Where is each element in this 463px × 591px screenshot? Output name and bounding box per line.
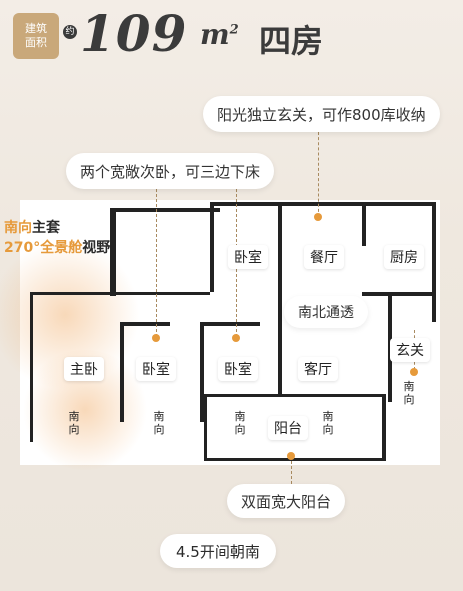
wall: [110, 208, 116, 296]
south-marker: 南向: [153, 410, 165, 436]
area-unit: m2: [200, 18, 239, 51]
wall: [278, 206, 282, 394]
leader-line: [291, 456, 292, 484]
frontage-callout: 4.5开间朝南: [160, 534, 276, 568]
marker-dot: [410, 368, 418, 376]
master-note-line1-orange: 南向: [4, 220, 32, 236]
wall: [382, 396, 386, 460]
room-master: 主卧: [64, 357, 104, 381]
marker-dot: [314, 213, 322, 221]
room-living: 客厅: [298, 357, 338, 381]
room-bedroom-3: 卧室: [218, 357, 258, 381]
master-note-line2-rest: 视野: [82, 240, 111, 256]
wall: [110, 208, 220, 212]
badge-suffix: 约: [63, 25, 77, 39]
ventilation-callout: 南北通透: [284, 296, 368, 328]
master-note-line1-rest: 主套: [32, 220, 60, 236]
wall: [362, 292, 436, 296]
wall: [200, 322, 260, 326]
south-marker: 南向: [234, 410, 246, 436]
wall: [432, 202, 436, 322]
wall: [204, 394, 207, 458]
wall: [30, 292, 210, 295]
leader-line: [318, 132, 319, 217]
room-bedroom-2: 卧室: [136, 357, 176, 381]
master-note-line1: 南向主套: [4, 218, 110, 238]
room-bedroom-top: 卧室: [228, 245, 268, 269]
entrance-callout: 阳光独立玄关，可作800库收纳: [203, 96, 440, 132]
south-marker: 南向: [322, 410, 334, 436]
room-foyer: 玄关: [390, 338, 430, 362]
area-unit-sup: 2: [229, 22, 239, 38]
wall: [362, 206, 366, 246]
south-marker: 南向: [68, 410, 80, 436]
master-note-line2-orange: 270°全景舱: [4, 240, 83, 256]
wall: [210, 202, 435, 206]
wall: [204, 458, 386, 461]
wall: [30, 292, 33, 442]
wall: [200, 322, 204, 422]
wall: [210, 202, 214, 292]
leader-line: [156, 189, 157, 337]
badge-line2: 面积: [25, 36, 47, 49]
area-unit-text: m: [200, 18, 230, 51]
balcony-callout: 双面宽大阳台: [227, 484, 346, 518]
master-suite-note: 南向主套 270°全景舱视野: [4, 218, 110, 258]
room-balcony: 阳台: [268, 416, 308, 440]
wall: [204, 394, 386, 397]
badge-line1: 建筑: [25, 22, 47, 35]
layout-type: 四房: [259, 22, 324, 60]
marker-dot: [232, 334, 240, 342]
master-note-line2: 270°全景舱视野: [4, 238, 110, 258]
area-badge: 建筑 面积: [13, 13, 59, 59]
room-kitchen: 厨房: [384, 245, 424, 269]
room-dining: 餐厅: [304, 245, 344, 269]
marker-dot: [152, 334, 160, 342]
area-number: 109: [80, 4, 188, 63]
south-marker: 南向: [403, 380, 415, 406]
bedrooms-callout: 两个宽敞次卧，可三边下床: [66, 153, 275, 189]
marker-dot: [287, 452, 295, 460]
wall: [120, 322, 170, 326]
wall: [120, 322, 124, 422]
